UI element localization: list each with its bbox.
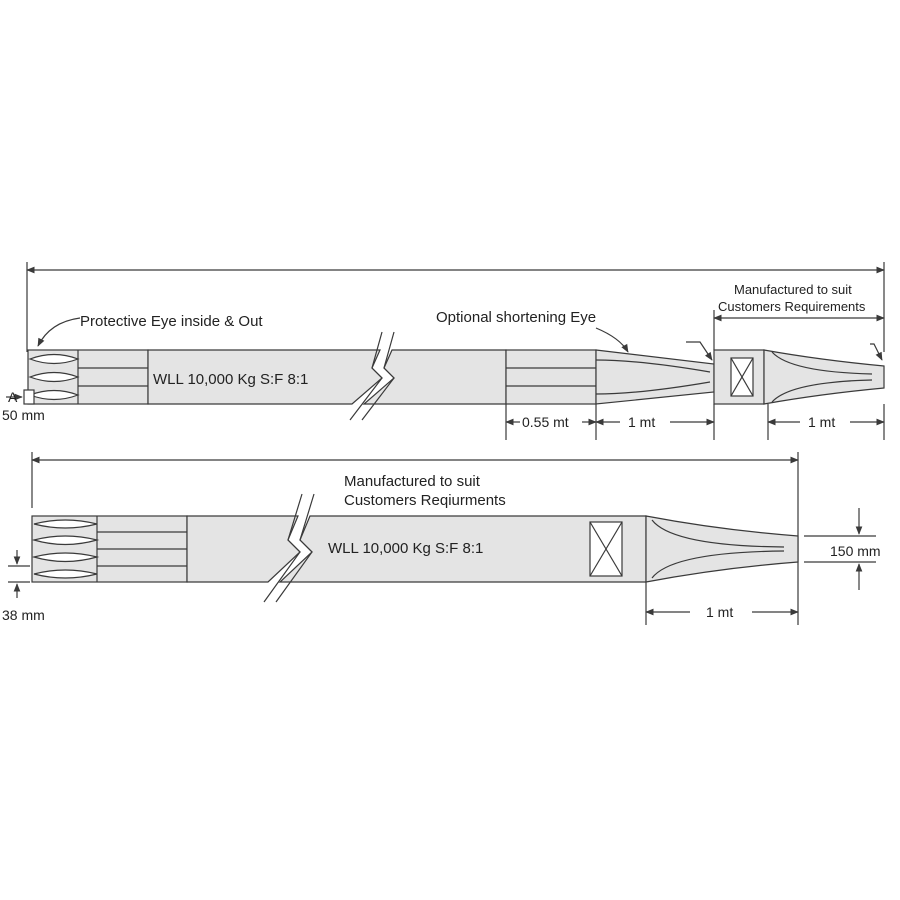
bottom-eye-width-dimension: 150 mm: [830, 543, 881, 559]
top-manufactured-label-line2: Customers Requirements: [718, 299, 866, 314]
bottom-body-left: [186, 515, 301, 583]
top-shortening-eye: [595, 349, 715, 405]
top-break-line-left: [349, 331, 383, 421]
top-segment-2-dimension: 1 mt: [628, 414, 655, 430]
bottom-sling: Manufactured to suit Customers Reqiurmen…: [2, 452, 881, 625]
bottom-end-eye: [645, 515, 799, 583]
top-wll-label: WLL 10,000 Kg S:F 8:1: [153, 371, 308, 388]
top-shortening-legs: [505, 349, 597, 405]
bottom-wll-label: WLL 10,000 Kg S:F 8:1: [328, 540, 483, 557]
top-protective-eye-leader: [37, 317, 81, 347]
top-width-a-marker: [23, 389, 35, 405]
top-sling: Protective Eye inside & Out Optional sho…: [2, 262, 885, 440]
top-segment-1-dimension: 0.55 mt: [522, 414, 569, 430]
bottom-eye-legs: [31, 515, 188, 583]
top-manufactured-label-line1: Manufactured to suit: [734, 282, 852, 297]
bottom-break-line-left: [263, 493, 303, 603]
top-eye-end-leader: [686, 341, 713, 361]
top-width-letter: A: [8, 389, 18, 405]
bottom-manufactured-label-line1: Manufactured to suit: [344, 473, 481, 490]
top-end-eye: [763, 349, 885, 405]
top-segment-3-dimension: 1 mt: [808, 414, 835, 430]
top-width-dimension: 50 mm: [2, 407, 45, 423]
bottom-width-dimension: 38 mm: [2, 607, 45, 623]
top-protective-eye-label: Protective Eye inside & Out: [80, 313, 263, 330]
bottom-eye-length-dimension: 1 mt: [706, 604, 733, 620]
top-protective-eye-legs: [27, 349, 149, 405]
bottom-manufactured-label-line2: Customers Reqiurments: [344, 492, 506, 509]
top-shortening-eye-label: Optional shortening Eye: [436, 309, 596, 326]
top-break-line-right: [361, 331, 395, 421]
top-eye-tip-leader: [870, 343, 883, 361]
bottom-break-line-right: [275, 493, 315, 603]
top-shortening-eye-leader: [595, 327, 629, 353]
top-body-right: [362, 349, 507, 405]
